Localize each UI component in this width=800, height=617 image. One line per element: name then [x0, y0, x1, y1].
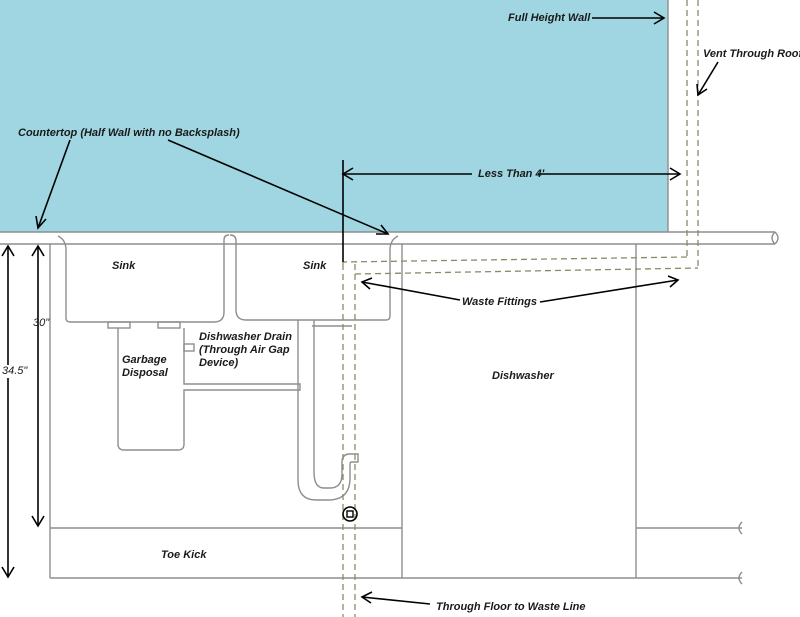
- dishwasher-label: Dishwasher: [492, 370, 554, 382]
- countertop: [0, 231, 779, 245]
- left-drain-tail: [107, 321, 181, 329]
- full-height-wall-arrow: [592, 11, 666, 25]
- full-height-wall-label: Full Height Wall: [508, 12, 591, 24]
- through-floor-arrow: [360, 591, 431, 605]
- right-sink-basin: [229, 234, 399, 321]
- height-30-label: 30": [33, 317, 50, 329]
- vent-through-roof-label: Vent Through Roof: [703, 48, 800, 60]
- dimension-34-5: [1, 244, 15, 579]
- less-than-4-label: Less Than 4': [478, 168, 545, 180]
- garbage-disposal-label: Garbage Disposal: [122, 354, 168, 379]
- countertop-label: Countertop (Half Wall with no Backsplash…: [18, 127, 240, 139]
- waste-fittings-label: Waste Fittings: [462, 296, 537, 308]
- floor-lines: [636, 521, 743, 585]
- full-height-wall-area: [0, 0, 668, 232]
- dishwasher-drain-label: Dishwasher Drain (Through Air Gap Device…: [199, 331, 292, 369]
- garbage-disposal-unit: [117, 328, 301, 451]
- less-than-4-dimension: [341, 160, 682, 262]
- dishwasher-drain-nipple: [183, 343, 195, 352]
- sink-right-label: Sink: [303, 260, 327, 272]
- p-trap: [297, 320, 359, 501]
- height-34-5-label: 34.5": [2, 365, 28, 378]
- through-floor-label: Through Floor to Waste Line: [436, 601, 586, 613]
- countertop-arrow: [35, 139, 390, 235]
- waste-fittings-arrow: [360, 275, 680, 303]
- dimension-30: [31, 244, 45, 528]
- sink-left-label: Sink: [112, 260, 136, 272]
- left-sink-basin: [57, 234, 230, 323]
- toe-kick-label: Toe Kick: [161, 549, 207, 561]
- vent-arrow: [696, 61, 719, 97]
- cleanout-icon: [342, 506, 358, 522]
